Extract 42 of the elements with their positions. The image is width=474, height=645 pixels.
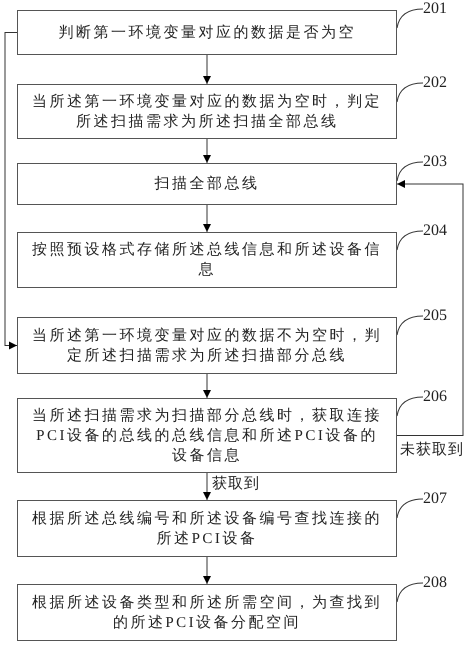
step-text: 根据所述总线编号和所述设备编号查找连接的所述PCI设备 <box>31 510 383 548</box>
process-box <box>17 500 397 557</box>
step-text: 当所述扫描需求为扫描部分总线时，获取连接PCI设备的总线的总线信息和所述PCI设备的设备信息 <box>31 406 383 466</box>
arrow <box>203 556 211 584</box>
process-box <box>17 163 397 205</box>
step-number: 207 <box>423 490 448 508</box>
leader-line <box>396 230 424 250</box>
step-number: 202 <box>423 74 448 92</box>
step-number: 204 <box>423 222 448 240</box>
leader-line <box>396 82 424 102</box>
leader-line <box>396 396 424 416</box>
step-number: 206 <box>423 388 448 406</box>
leader-line <box>396 582 424 602</box>
arrow <box>203 54 211 84</box>
edge-label: 获取到 <box>212 475 260 493</box>
leader-line <box>396 498 424 518</box>
leader-line <box>396 8 424 28</box>
arrow <box>203 472 211 500</box>
arrow <box>203 138 211 164</box>
arrow <box>203 374 211 398</box>
step-text: 当所述第一环境变量对应的数据不为空时，判定所述扫描需求为所述扫描部分总线 <box>31 326 383 366</box>
step-text: 判断第一环境变量对应的数据是否为空 <box>58 23 356 42</box>
step-text: 按照预设格式存储所述总线信息和所述设备信息 <box>31 240 383 280</box>
leader-line <box>396 316 424 336</box>
process-box <box>17 317 397 374</box>
arrow <box>396 180 464 436</box>
step-number: 208 <box>423 574 448 592</box>
process-box <box>17 84 397 139</box>
leader-line <box>396 162 424 182</box>
process-box <box>17 10 397 55</box>
step-text: 扫描全部总线 <box>154 174 260 194</box>
process-box <box>17 398 397 473</box>
step-text: 当所述第一环境变量对应的数据为空时，判定所述扫描需求为所述扫描全部总线 <box>31 92 383 132</box>
process-box <box>17 584 397 641</box>
step-number: 201 <box>423 0 448 18</box>
step-number: 203 <box>423 153 448 171</box>
arrow <box>4 32 18 350</box>
step-text: 根据所述设备类型和所述所需空间，为查找到的所述PCI设备分配空间 <box>31 594 383 632</box>
step-number: 205 <box>423 307 448 325</box>
edge-label: 未获取到 <box>400 441 464 459</box>
arrow <box>203 204 211 232</box>
process-box <box>17 232 397 288</box>
